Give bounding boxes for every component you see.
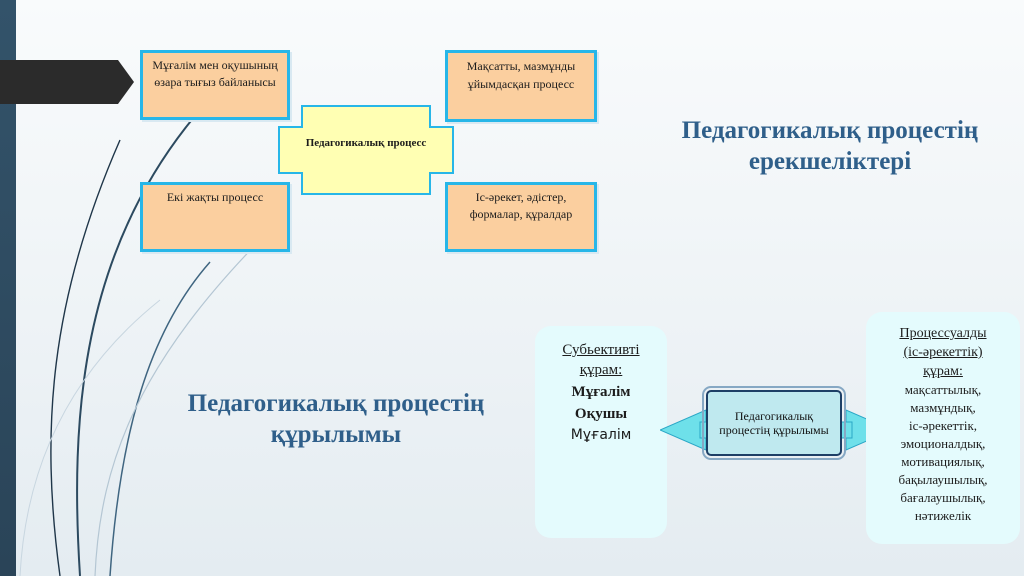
list-item: мазмұндық, — [910, 400, 976, 415]
structure-center-box: Педагогикалық процестің құрылымы — [702, 386, 846, 460]
list-item: нәтижелік — [914, 508, 972, 523]
procedural-title-line3: құрам: — [923, 364, 963, 379]
procedural-title-line2: (іс-әрекеттік) — [903, 345, 983, 360]
subjective-item-student: Оқушы — [574, 406, 628, 422]
subjective-title-line1: Субьективті — [562, 342, 640, 358]
feature-box-two-sided: Екі жақты процесс — [140, 182, 290, 252]
procedural-panel: Процессуалды (іс-әрекеттік) құрам: мақса… — [866, 312, 1020, 544]
list-item: эмоционалдық, — [900, 436, 986, 451]
list-item: іс-әрекеттік, — [908, 418, 978, 433]
feature-box-methods: Іс-әрекет, әдістер, формалар, құралдар — [445, 182, 597, 252]
list-item: мотивациялық, — [901, 454, 985, 469]
feature-box-interaction: Мұғалім мен оқушының өзара тығыз байланы… — [140, 50, 290, 120]
left-accent-bar — [0, 0, 16, 576]
list-item: мақсаттылық, — [904, 382, 982, 397]
list-item: бақылаушылық, — [898, 472, 988, 487]
list-item: бағалаушылық, — [900, 490, 986, 505]
structure-heading: Педагогикалық процестің құрылымы — [187, 390, 485, 448]
subjective-item-teacher-2: Мұғалім — [570, 427, 632, 443]
subjective-panel: Субьективті құрам: Мұғалім Оқушы Мұғалім — [535, 326, 667, 538]
subjective-item-teacher: Мұғалім — [571, 384, 631, 400]
feature-box-purposeful: Мақсатты, мазмұнды ұйымдасқан процесс — [445, 50, 597, 122]
center-process-label: Педагогикалық процесс — [305, 137, 427, 149]
center-cross-shape — [278, 105, 454, 195]
features-heading: Педагогикалық процестің ерекшеліктері — [681, 117, 979, 175]
procedural-title-line1: Процессуалды — [899, 326, 987, 341]
arrow-tab — [0, 60, 134, 104]
subjective-title-line2: құрам: — [579, 362, 623, 378]
procedural-items: мақсаттылық, мазмұндық, іс-әрекеттік, эм… — [866, 381, 1020, 525]
